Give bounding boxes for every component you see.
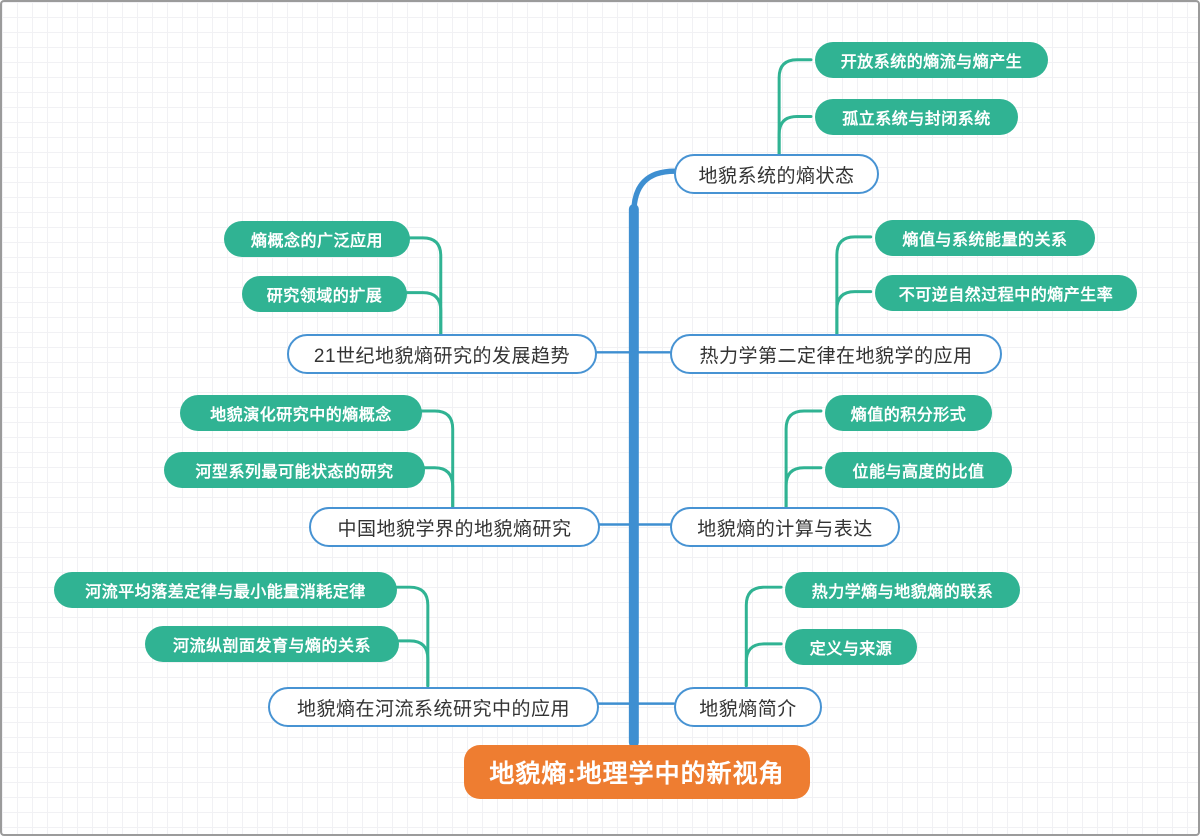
child-connector (408, 236, 443, 336)
child-connector (784, 409, 823, 509)
child-connector (835, 235, 873, 336)
child-connector (397, 639, 430, 688)
main-topic-second-law-application[interactable]: 热力学第二定律在地貌学的应用 (670, 334, 1002, 374)
root-topic[interactable]: 地貌熵:地理学中的新视角 (464, 745, 810, 799)
subtopic-irreversible-entropy-rate[interactable]: 不可逆自然过程中的熵产生率 (875, 275, 1137, 311)
subtopic-river-pattern-states[interactable]: 河型系列最可能状态的研究 (164, 452, 425, 488)
subtopic-entropy-energy-relation[interactable]: 熵值与系统能量的关系 (875, 220, 1095, 256)
child-connector (420, 409, 455, 509)
child-connector (784, 466, 823, 509)
child-connector (744, 642, 783, 688)
main-topic-calculation-expression[interactable]: 地貌熵的计算与表达 (670, 507, 900, 547)
subtopic-thermo-geomorphic-link[interactable]: 热力学熵与地貌熵的联系 (785, 572, 1020, 608)
subtopic-isolated-closed-systems[interactable]: 孤立系统与封闭系统 (815, 99, 1018, 135)
main-topic-introduction[interactable]: 地貌熵简介 (674, 687, 822, 727)
child-connector (777, 114, 813, 157)
subtopic-broad-application[interactable]: 熵概念的广泛应用 (224, 221, 410, 257)
subtopic-mean-drop-law[interactable]: 河流平均落差定律与最小能量消耗定律 (54, 572, 397, 608)
child-connector (395, 585, 430, 688)
child-connector (405, 291, 443, 336)
subtopic-definition-origin[interactable]: 定义与来源 (785, 629, 917, 665)
main-topic-china-research[interactable]: 中国地貌学界的地貌熵研究 (309, 507, 600, 547)
child-connector (777, 58, 813, 157)
subtopic-field-expansion[interactable]: 研究领域的扩展 (242, 276, 407, 312)
main-topic-river-system-application[interactable]: 地貌熵在河流系统研究中的应用 (268, 687, 599, 727)
subtopic-potential-height-ratio[interactable]: 位能与高度的比值 (825, 452, 1012, 488)
child-connector (835, 290, 873, 336)
main-topic-entropy-state[interactable]: 地貌系统的熵状态 (674, 154, 879, 194)
subtopic-entropy-flow-production[interactable]: 开放系统的熵流与熵产生 (815, 42, 1048, 78)
child-connector (744, 585, 783, 688)
subtopic-evolution-entropy-concept[interactable]: 地貌演化研究中的熵概念 (180, 395, 422, 431)
subtopic-profile-entropy-relation[interactable]: 河流纵剖面发育与熵的关系 (145, 626, 399, 662)
trunk-top-curve (631, 168, 678, 216)
child-connector (423, 466, 455, 509)
main-topic-21st-century-trends[interactable]: 21世纪地貌熵研究的发展趋势 (287, 334, 597, 374)
subtopic-integral-form[interactable]: 熵值的积分形式 (825, 395, 992, 431)
